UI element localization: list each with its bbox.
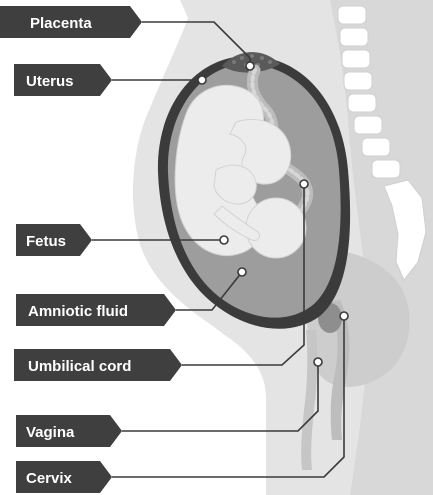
dot-uterus	[198, 76, 206, 84]
dot-cervix	[340, 312, 348, 320]
label-vagina: Vagina	[16, 415, 122, 447]
label-umbilical-cord: Umbilical cord	[14, 349, 182, 381]
label-placenta: Placenta	[0, 6, 142, 38]
illustration	[133, 0, 433, 495]
dot-placenta	[246, 62, 254, 70]
dot-vagina	[314, 358, 322, 366]
dot-amniotic-fluid	[238, 268, 246, 276]
label-umbilical-cord-text: Umbilical cord	[28, 358, 131, 375]
label-cervix-text: Cervix	[26, 470, 73, 487]
label-amniotic-fluid: Amniotic fluid	[16, 294, 176, 326]
dot-umbilical-cord	[300, 180, 308, 188]
label-fetus-text: Fetus	[26, 233, 66, 250]
label-uterus: Uterus	[14, 64, 112, 96]
dot-fetus	[220, 236, 228, 244]
label-amniotic-fluid-text: Amniotic fluid	[28, 303, 128, 320]
label-uterus-text: Uterus	[26, 73, 74, 90]
label-vagina-text: Vagina	[26, 424, 75, 441]
label-fetus: Fetus	[16, 224, 92, 256]
label-cervix: Cervix	[16, 461, 112, 493]
label-placenta-text: Placenta	[30, 15, 92, 32]
